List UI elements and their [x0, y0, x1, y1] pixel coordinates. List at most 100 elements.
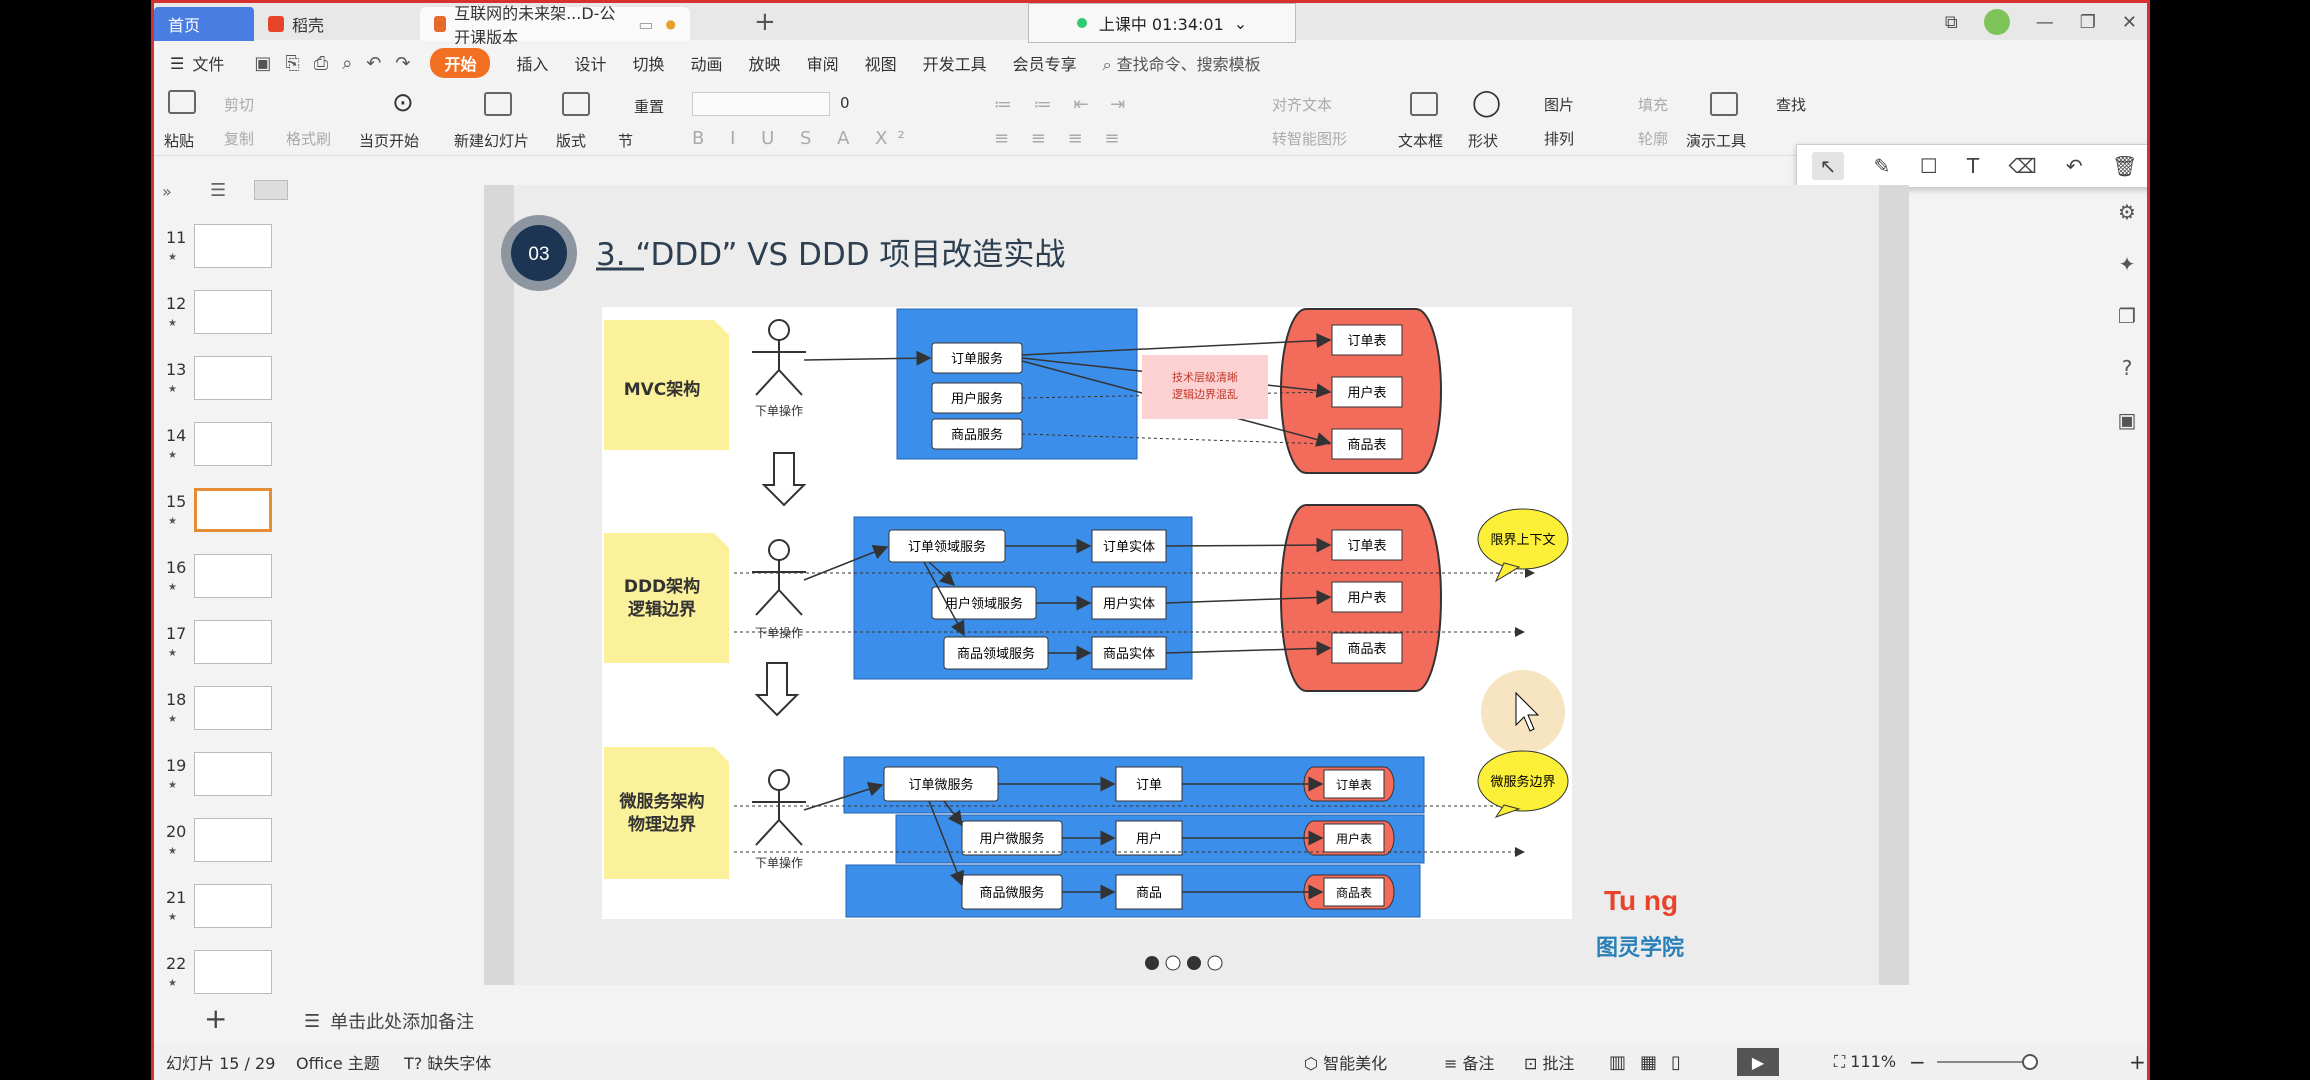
slide-thumbnail[interactable] — [194, 884, 272, 928]
outline-button[interactable]: 轮廓 — [1638, 130, 1669, 148]
menu-file[interactable]: 文件 — [192, 55, 225, 74]
list-icons[interactable]: ≔ ≔ ⇤ ⇥ — [994, 94, 1134, 115]
page-count-icon[interactable]: ⧉ — [1944, 11, 1958, 33]
shape-icon[interactable]: ◯ — [1472, 88, 1502, 118]
preview-icon[interactable]: ⌕ — [342, 52, 353, 74]
font-size-select[interactable]: 0 — [840, 94, 850, 112]
cut-button[interactable]: 剪切 — [224, 96, 255, 114]
trash-icon[interactable]: 🗑 — [2111, 154, 2138, 178]
restore-icon[interactable]: ❐ — [2079, 11, 2096, 33]
slide-thumbnail[interactable] — [194, 752, 272, 796]
tab-document[interactable]: 互联网的未来架...D-公开课版本▭● — [420, 4, 690, 47]
beautify-button[interactable]: ⬡ 智能美化 — [1304, 1050, 1387, 1074]
tab-daoke[interactable]: 稻壳 — [254, 7, 414, 41]
zoom-fit-button[interactable]: ⛶ 111% — [1834, 1052, 1896, 1072]
add-slide-button[interactable]: + — [204, 1002, 228, 1035]
zoom-slider-knob[interactable] — [2022, 1054, 2038, 1070]
menu-animation[interactable]: 动画 — [690, 55, 723, 74]
present-tools-button[interactable]: 演示工具 — [1686, 132, 1747, 150]
slide-thumbnail[interactable] — [194, 554, 272, 598]
notes-toggle-button[interactable]: ≡ 备注 — [1444, 1050, 1495, 1074]
menu-design[interactable]: 设计 — [574, 55, 607, 74]
help-icon[interactable]: ? — [2121, 356, 2133, 380]
rectangle-icon[interactable]: ☐ — [1919, 154, 1938, 178]
settings-sliders-icon[interactable]: ⚙ — [2118, 200, 2136, 224]
align-icons[interactable]: ≡ ≡ ≡ ≡ — [994, 128, 1128, 149]
image-icon[interactable]: ▣ — [2117, 408, 2137, 432]
new-slide-button[interactable]: 新建幻灯片 — [454, 132, 530, 150]
fill-button[interactable]: 填充 — [1638, 96, 1669, 114]
paste-button[interactable]: 粘贴 — [164, 132, 195, 150]
from-current-button[interactable]: 当页开始 — [359, 132, 420, 150]
minimize-icon[interactable]: — — [2035, 11, 2054, 33]
play-slideshow-button[interactable]: ▶ — [1737, 1048, 1779, 1076]
redo-icon[interactable]: ↷ — [395, 52, 411, 74]
menu-start[interactable]: 开始 — [430, 48, 491, 78]
new-tab-button[interactable]: + — [754, 7, 776, 37]
menu-review[interactable]: 审阅 — [806, 55, 839, 74]
tab-home[interactable]: 首页 — [154, 7, 254, 41]
zoom-in-icon[interactable]: + — [2129, 1050, 2146, 1074]
thumbnail-view-icon[interactable] — [254, 180, 288, 200]
layout-button[interactable]: 版式 — [556, 132, 587, 150]
pager-dot-2[interactable] — [1165, 955, 1181, 971]
slide-thumbnail[interactable] — [194, 686, 272, 730]
slide-thumbnail[interactable] — [194, 620, 272, 664]
slide-thumbnail[interactable] — [194, 422, 272, 466]
avatar[interactable] — [1983, 9, 2010, 35]
format-painter-button[interactable]: 格式刷 — [286, 130, 332, 148]
hamburger-icon[interactable]: ☰ — [170, 53, 185, 73]
slide-thumbnail[interactable] — [194, 950, 272, 994]
present-tools-icon[interactable] — [1710, 92, 1738, 116]
slide-thumbnail[interactable] — [194, 224, 272, 268]
reset-button[interactable]: 重置 — [634, 98, 665, 116]
textbox-button[interactable]: 文本框 — [1398, 132, 1444, 150]
pin-icon[interactable]: ✦ — [2118, 252, 2136, 276]
close-icon[interactable]: ✕ — [2121, 11, 2137, 33]
smart-shape-button[interactable]: 转智能图形 — [1272, 130, 1348, 148]
menu-insert[interactable]: 插入 — [516, 55, 549, 74]
shape-button[interactable]: 形状 — [1468, 132, 1499, 150]
pointer-icon[interactable]: ↖ — [1811, 152, 1845, 180]
view-mode-icons[interactable]: ▥▦▯ — [1609, 1051, 1695, 1073]
menu-member[interactable]: 会员专享 — [1012, 55, 1077, 74]
pager-dot-1[interactable] — [1145, 956, 1159, 970]
eraser-icon[interactable]: ⌫ — [2008, 154, 2037, 178]
pager-dot-4[interactable] — [1207, 955, 1223, 971]
menu-slideshow[interactable]: 放映 — [748, 55, 781, 74]
play-circle-icon[interactable]: ⊙ — [392, 88, 414, 118]
slide-thumbnail[interactable] — [194, 488, 272, 532]
find-button[interactable]: 查找 — [1776, 96, 1807, 114]
menu-transition[interactable]: 切换 — [632, 55, 665, 74]
new-slide-icon[interactable] — [484, 92, 512, 116]
missing-font-button[interactable]: T? 缺失字体 — [404, 1050, 491, 1074]
slide-canvas[interactable]: 03 3. “DDD” VS DDD 项目改造实战 MVC架构 DDD架构 逻辑… — [484, 185, 1909, 985]
text-icon[interactable]: T — [1966, 154, 1980, 178]
zoom-slider-track[interactable] — [1937, 1061, 2037, 1063]
slide-thumbnail[interactable] — [194, 356, 272, 400]
undo-icon[interactable]: ↶ — [366, 52, 382, 74]
zoom-out-icon[interactable]: − — [1909, 1050, 1926, 1074]
picture-button[interactable]: 图片 — [1544, 96, 1575, 114]
comments-button[interactable]: ⊡ 批注 — [1524, 1050, 1575, 1074]
paste-icon[interactable] — [168, 90, 196, 114]
arrange-button[interactable]: 排列 — [1544, 130, 1575, 148]
copy-button[interactable]: 复制 — [224, 130, 255, 148]
section-button[interactable]: 节 — [618, 132, 634, 150]
slide-thumbnail[interactable] — [194, 818, 272, 862]
save-icon[interactable]: ▣ — [254, 52, 272, 74]
layout-icon[interactable] — [562, 92, 590, 116]
print-icon[interactable]: ⎙ — [313, 52, 329, 74]
align-text-button[interactable]: 对齐文本 — [1272, 96, 1333, 114]
command-search[interactable]: ⌕ 查找命令、搜索模板 — [1103, 51, 1261, 75]
pen-icon[interactable]: ✎ — [1873, 154, 1891, 178]
menu-developer[interactable]: 开发工具 — [922, 55, 987, 74]
text-style-icons[interactable]: B I U S A X² — [692, 128, 915, 149]
copy-icon[interactable]: ❐ — [2118, 304, 2136, 328]
live-class-indicator[interactable]: 上课中 01:34:01⌄ — [1028, 3, 1296, 43]
textbox-icon[interactable] — [1410, 92, 1438, 116]
notes-area[interactable]: ☰ 单击此处添加备注 — [304, 1005, 2114, 1037]
font-family-select[interactable] — [692, 92, 830, 116]
menu-view[interactable]: 视图 — [864, 55, 897, 74]
slide-thumbnail[interactable] — [194, 290, 272, 334]
